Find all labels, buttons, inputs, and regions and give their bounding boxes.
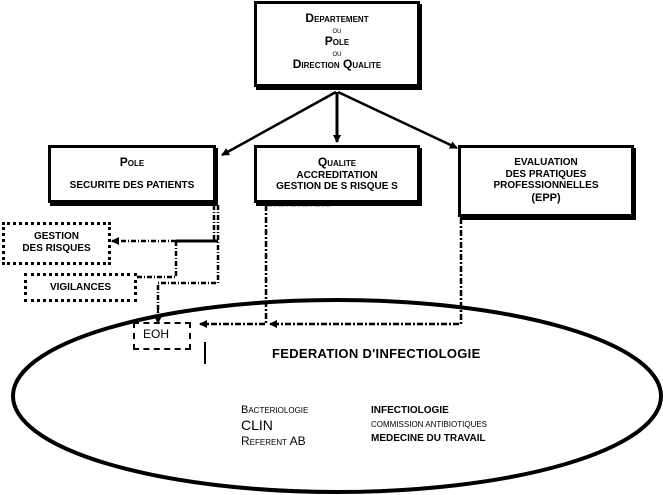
- connector-qualite-eoh: [199, 203, 330, 328]
- federation-title: FEDERATION D'INFECTIOLOGIE: [272, 346, 481, 361]
- gestion-risques-box: GESTION DES RISQUES: [2, 222, 111, 265]
- federation-item-infectiologie: INFECTIOLOGIE: [371, 405, 449, 416]
- qualite-line2: ACCREDITATION: [296, 169, 378, 181]
- qualite-line3: GESTION DE S RISQUE S: [276, 181, 398, 193]
- gestion-line2: DES RISQUES: [22, 242, 91, 254]
- federation-item-medecine-du-travail: MEDECINE DU TRAVAIL: [371, 433, 486, 444]
- federation-right-list: INFECTIOLOGIE COMMISSION ANTIBIOTIQUES M…: [371, 404, 487, 446]
- federation-left-list: Bacteriologie CLIN Referent AB: [241, 403, 308, 449]
- pole-title: Pole: [119, 155, 145, 169]
- arrow-top-to-pole: [221, 90, 337, 157]
- epp-line3: PROFESSIONNELLES: [493, 180, 599, 191]
- federation-ellipse: [11, 298, 663, 494]
- eoh-label: EOH: [143, 327, 170, 341]
- top-box-line2: ou: [332, 25, 342, 35]
- epp-box: EVALUATION DES PRATIQUES PROFESSIONNELLE…: [458, 145, 634, 217]
- eoh-box: EOH: [133, 322, 191, 350]
- qualite-title: Qualite: [317, 155, 357, 169]
- arrow-top-to-epp: [337, 90, 458, 150]
- epp-line4: (EPP): [531, 191, 561, 204]
- top-box-line1: Departement: [305, 11, 369, 25]
- top-box-line4: ou: [332, 48, 342, 58]
- qualite-box: Qualite ACCREDITATION GESTION DE S RISQU…: [254, 145, 420, 203]
- gestion-line1: GESTION: [33, 231, 79, 242]
- top-box-departement: Departement ou Pole ou Direction Qualite: [254, 1, 420, 87]
- connector-epp-eoh: [269, 218, 463, 328]
- federation-item-commission-antibiotiques: COMMISSION ANTIBIOTIQUES: [371, 420, 488, 429]
- federation-item-bacteriologie: Bacteriologie: [241, 404, 309, 416]
- federation-item-referent-ab: Referent AB: [241, 434, 306, 448]
- top-box-line3: Pole: [324, 33, 350, 48]
- epp-line2: DES PRATIQUES: [505, 168, 587, 180]
- pole-subtitle: SECURITE DES PATIENTS: [69, 179, 195, 191]
- federation-item-clin: CLIN: [241, 417, 273, 433]
- epp-line1: EVALUATION: [514, 157, 578, 168]
- top-box-line5: Direction Qualite: [292, 56, 382, 71]
- pole-box: Pole SECURITE DES PATIENTS: [48, 145, 216, 203]
- vigilances-label: VIGILANCES: [49, 282, 112, 293]
- vigilances-box: VIGILANCES: [24, 273, 137, 302]
